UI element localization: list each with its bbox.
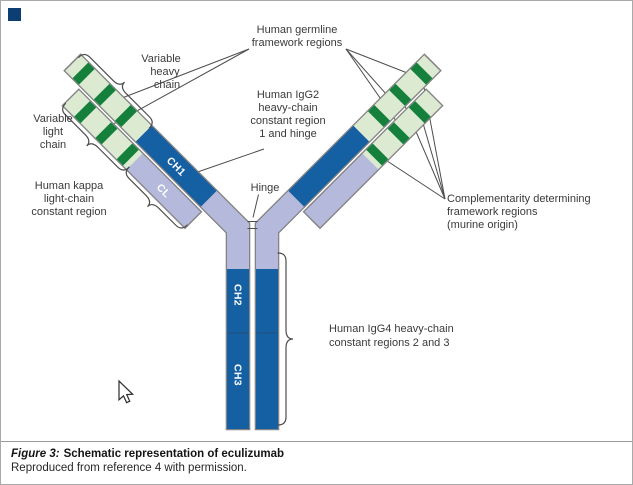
cdr-stripe	[116, 143, 139, 166]
light-chain-right	[304, 90, 442, 228]
mouse-cursor	[118, 379, 135, 404]
light-chain-left	[63, 90, 201, 228]
cdr-stripe	[389, 83, 412, 106]
hinge-pointer-line	[252, 194, 259, 218]
cdr-stripe	[368, 105, 390, 127]
cdr-stripe	[115, 105, 137, 127]
cdr-pointer-line	[377, 154, 446, 200]
cdr-label: framework regions	[447, 206, 538, 218]
figure-number-label: Figure 3:	[11, 448, 60, 460]
cdr-stripe	[72, 62, 95, 85]
hinge-bonds	[247, 194, 259, 229]
kappa-constant-label: constant region	[31, 206, 106, 218]
cdr-label: (murine origin)	[447, 219, 518, 231]
kappa-constant-label: Human kappa	[35, 180, 104, 192]
igg2-label: Human IgG2	[257, 89, 319, 101]
page-corner-marker	[8, 8, 21, 21]
figure-caption: Figure 3:Schematic representation of ecu…	[1, 441, 632, 484]
cdr-stripe	[366, 143, 389, 166]
germline-label: Human germline	[257, 24, 338, 36]
variable-light-label: Variable	[33, 113, 73, 125]
figure-caption-title-line: Figure 3:Schematic representation of ecu…	[11, 448, 622, 460]
igg2-pointer-line	[185, 148, 265, 177]
cdr-label: Complementarity determining	[447, 193, 591, 205]
ch1-region-left	[135, 125, 217, 207]
cdr-pointer-line	[419, 111, 446, 200]
igg2-label: 1 and hinge	[259, 128, 317, 140]
cl-region-right	[304, 153, 379, 228]
variable-light-region-left	[63, 90, 143, 170]
annotation-lines	[102, 48, 446, 200]
antibody-diagram: Human germline framework regions Variabl…	[8, 8, 591, 431]
germline-pointer-line	[111, 48, 250, 103]
variable-light-brace	[62, 102, 130, 171]
cdr-stripe	[95, 122, 118, 145]
igg4-label: constant regions 2 and 3	[329, 337, 449, 349]
hinge-region-right	[256, 191, 304, 269]
cdr-stripe	[93, 83, 116, 106]
igg4-constant-brace	[277, 252, 294, 426]
germline-label: framework regions	[252, 37, 343, 49]
variable-heavy-label: Variable	[141, 53, 181, 65]
cdr-stripe	[74, 101, 97, 124]
hinge-label: Hinge	[251, 182, 280, 194]
heavy-chain-right	[256, 55, 440, 429]
hinge-region-left	[201, 191, 249, 269]
variable-heavy-brace	[78, 53, 153, 129]
igg2-label: constant region	[250, 115, 325, 127]
ch3-segment-label: CH3	[231, 364, 243, 386]
heavy-chain-left	[65, 55, 249, 429]
cdr-stripe	[408, 101, 431, 124]
kappa-constant-label: light-chain	[44, 193, 94, 205]
cdr-stripe	[410, 62, 433, 85]
variable-heavy-label: heavy	[150, 66, 180, 78]
variable-light-label: chain	[40, 139, 66, 151]
igg2-label: heavy-chain	[258, 102, 317, 114]
igg4-label: Human IgG4 heavy-chain	[329, 323, 454, 335]
variable-heavy-label: chain	[154, 79, 180, 91]
diagram-labels: Human germline framework regions Variabl…	[31, 24, 590, 386]
figure-title: Schematic representation of eculizumab	[63, 448, 285, 460]
figure-source: Reproduced from reference 4 with permiss…	[11, 462, 247, 474]
ch1-region-right	[288, 125, 370, 207]
cdr-stripe	[387, 122, 410, 145]
variable-light-region-right	[362, 90, 442, 170]
ch2-segment-label: CH2	[231, 284, 243, 306]
braces	[62, 53, 294, 426]
variable-light-label: light	[43, 126, 63, 138]
cl-region-left	[126, 153, 201, 228]
